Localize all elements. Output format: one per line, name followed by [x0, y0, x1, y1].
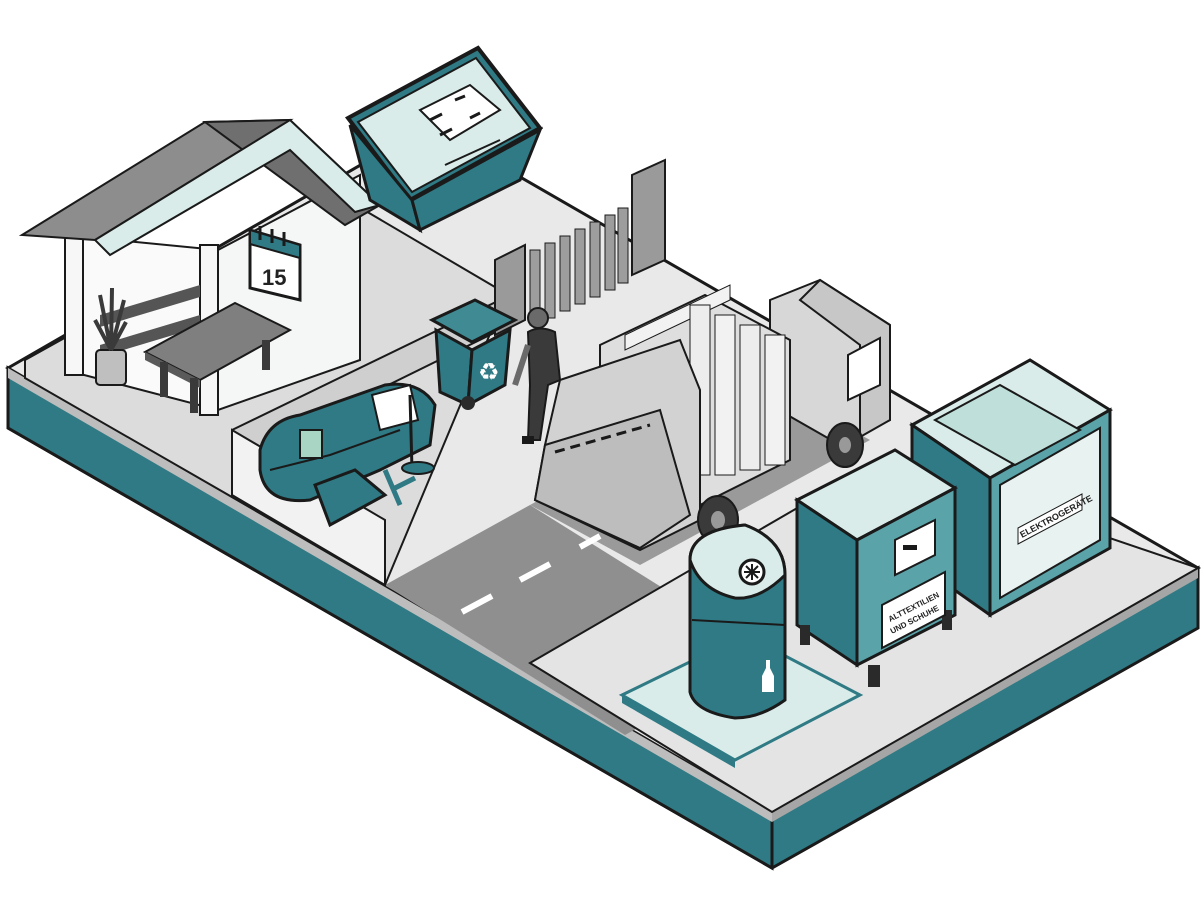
bottle-icon [762, 660, 774, 692]
glass-container [618, 523, 864, 768]
recycling-bin: ♻ [428, 298, 519, 410]
textile-container: ALTTEXTILIEN UND SCHUHE [794, 448, 958, 687]
bench [142, 301, 293, 413]
calendar-day: 15 [262, 265, 286, 290]
garbage-truck [533, 278, 891, 552]
lane-marking [518, 561, 552, 583]
lane-marking [578, 533, 602, 550]
potted-plant [93, 287, 128, 386]
recycling-icon: ♻ [478, 359, 500, 386]
skip-container [344, 45, 544, 234]
sanitation-worker [512, 307, 562, 444]
bulky-waste [258, 382, 437, 528]
lane-marking [460, 593, 494, 615]
calendar-icon: 15 [248, 226, 302, 302]
